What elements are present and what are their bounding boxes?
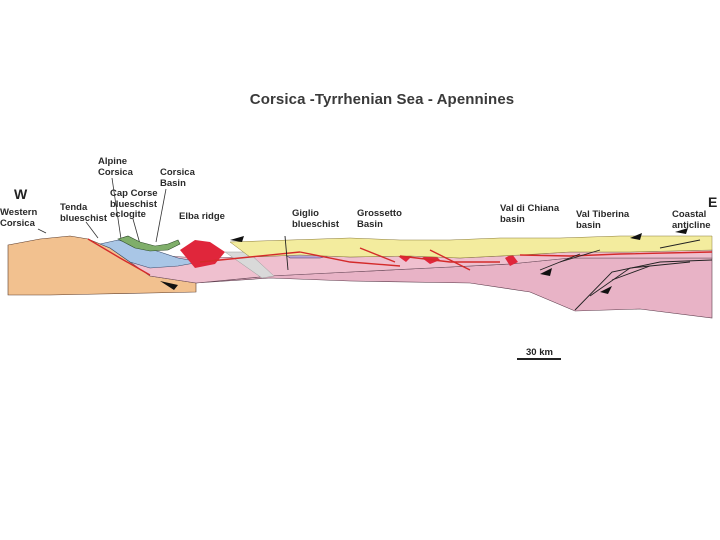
scale-label: 30 km xyxy=(526,347,553,358)
leader-western-corsica xyxy=(38,229,46,233)
leader-tenda xyxy=(86,222,98,238)
scale-bar xyxy=(517,358,561,360)
leader-corsica-basin xyxy=(156,189,166,242)
leader-alpine-corsica xyxy=(112,178,121,239)
